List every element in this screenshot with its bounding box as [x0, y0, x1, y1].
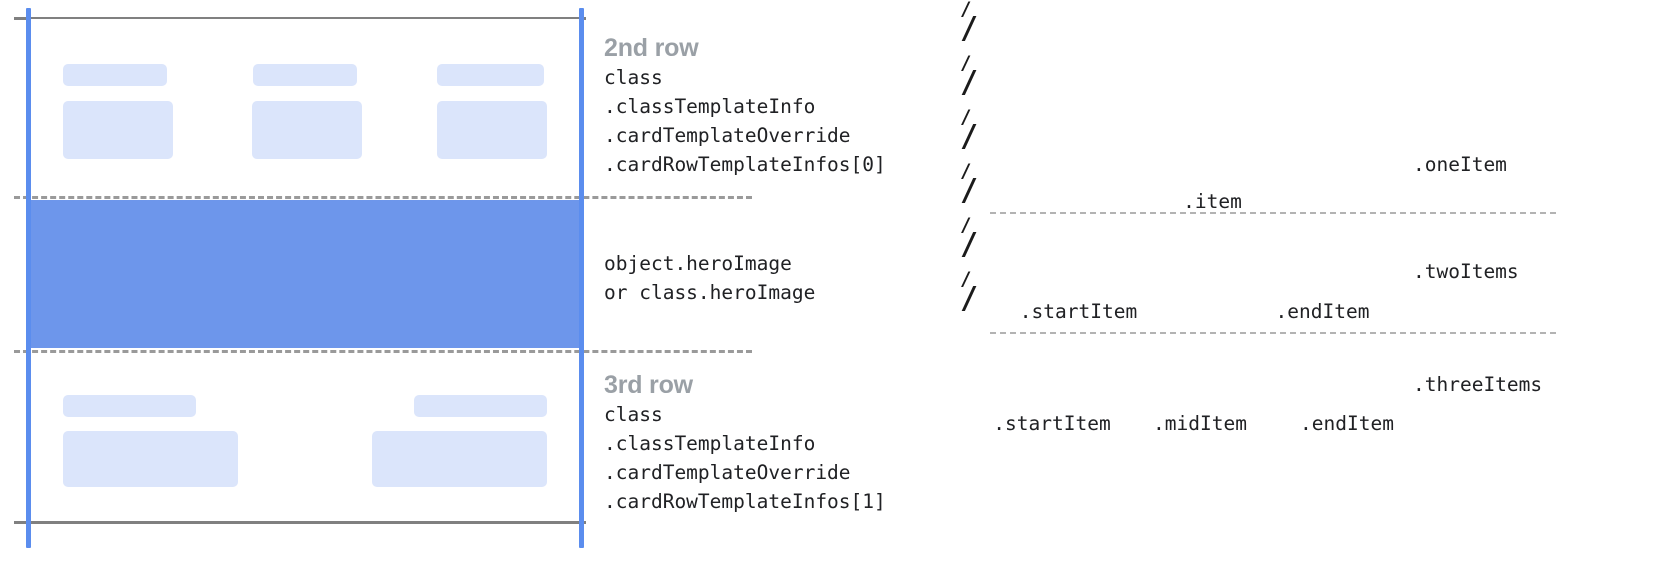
two-items-group-label: .twoItems — [1413, 260, 1519, 283]
card-bottom-boundary-rule — [14, 521, 586, 524]
two-items-start-label-bar: / — [960, 54, 1057, 73]
annotation-second-row: 2nd row class .classTemplateInfo .cardTe… — [604, 33, 886, 179]
slash-glyph: / — [960, 281, 979, 316]
row3-col1-title-placeholder — [63, 395, 196, 417]
slash-glyph: / — [960, 173, 979, 208]
hero-image-band — [29, 200, 580, 348]
third-row-code-path: class .classTemplateInfo .cardTemplateOv… — [604, 403, 886, 513]
slash-glyph: / — [960, 160, 972, 182]
three-items-mid-caption: .midItem — [1153, 412, 1247, 435]
row3-col2-body-placeholder — [372, 431, 547, 487]
row3-col2-title-placeholder — [414, 395, 547, 417]
three-items-mid-label-bar: / — [960, 216, 1035, 235]
slash-glyph: / — [960, 119, 979, 154]
three-items-group-label: .threeItems — [1413, 373, 1543, 396]
slash-glyph: / — [960, 214, 972, 236]
one-item-group-label: .oneItem — [1413, 153, 1507, 176]
two-items-start-value-bar: / — [960, 68, 1093, 108]
three-items-end-label-bar: / — [960, 270, 1035, 289]
annotation-hero-image: object.heroImage or class.heroImage — [604, 249, 815, 307]
two-items-end-label-bar: / — [960, 108, 1057, 127]
three-items-start-value-bar: / — [960, 176, 1036, 216]
slash-glyph: / — [960, 11, 979, 46]
two-items-start-caption: .startItem — [1019, 300, 1138, 323]
one-item-value-bar: / — [960, 14, 1145, 54]
third-row-heading: 3rd row — [604, 371, 693, 399]
row1-col2-title-placeholder — [253, 64, 357, 86]
second-row-heading: 2nd row — [604, 34, 699, 62]
row3-col1-body-placeholder — [63, 431, 238, 487]
annotation-third-row: 3rd row class .classTemplateInfo .cardTe… — [604, 370, 886, 516]
row1-col1-body-placeholder — [63, 101, 173, 159]
row1-col2-body-placeholder — [252, 101, 362, 159]
hero-image-code-path: object.heroImage or class.heroImage — [604, 252, 816, 304]
two-items-end-value-bar: / — [960, 122, 1093, 162]
card-top-boundary-rule — [14, 17, 586, 20]
second-row-code-path: class .classTemplateInfo .cardTemplateOv… — [604, 66, 886, 176]
slash-glyph: / — [960, 268, 972, 290]
one-item-caption: .item — [1183, 190, 1242, 213]
slash-glyph: / — [960, 52, 972, 74]
slash-glyph: / — [960, 0, 972, 20]
row1-col3-body-placeholder — [437, 101, 547, 159]
group-separator-upper-dashed — [990, 212, 1556, 214]
slash-glyph: / — [960, 227, 979, 262]
three-items-start-label-bar: / — [960, 162, 1035, 181]
three-items-start-caption: .startItem — [993, 412, 1111, 435]
card-left-guide-line — [26, 8, 31, 548]
three-items-end-value-bar: / — [960, 284, 1036, 324]
row-separator-lower-dashed — [14, 350, 752, 353]
three-items-end-caption: .endItem — [1300, 412, 1394, 435]
one-item-label-bar: / — [960, 0, 1088, 19]
slash-glyph: / — [960, 65, 979, 100]
item-layout-diagram: / / .item .oneItem / / .startItem / / .e… — [960, 0, 1676, 584]
card-template-diagram — [0, 0, 752, 584]
card-right-guide-line — [579, 8, 584, 548]
row-separator-upper-dashed — [14, 196, 752, 199]
group-separator-lower-dashed — [990, 332, 1556, 334]
row1-col1-title-placeholder — [63, 64, 167, 86]
slash-glyph: / — [960, 106, 972, 128]
two-items-end-caption: .endItem — [1275, 300, 1370, 323]
row1-col3-title-placeholder — [437, 64, 544, 86]
three-items-mid-value-bar: / — [960, 230, 1036, 270]
